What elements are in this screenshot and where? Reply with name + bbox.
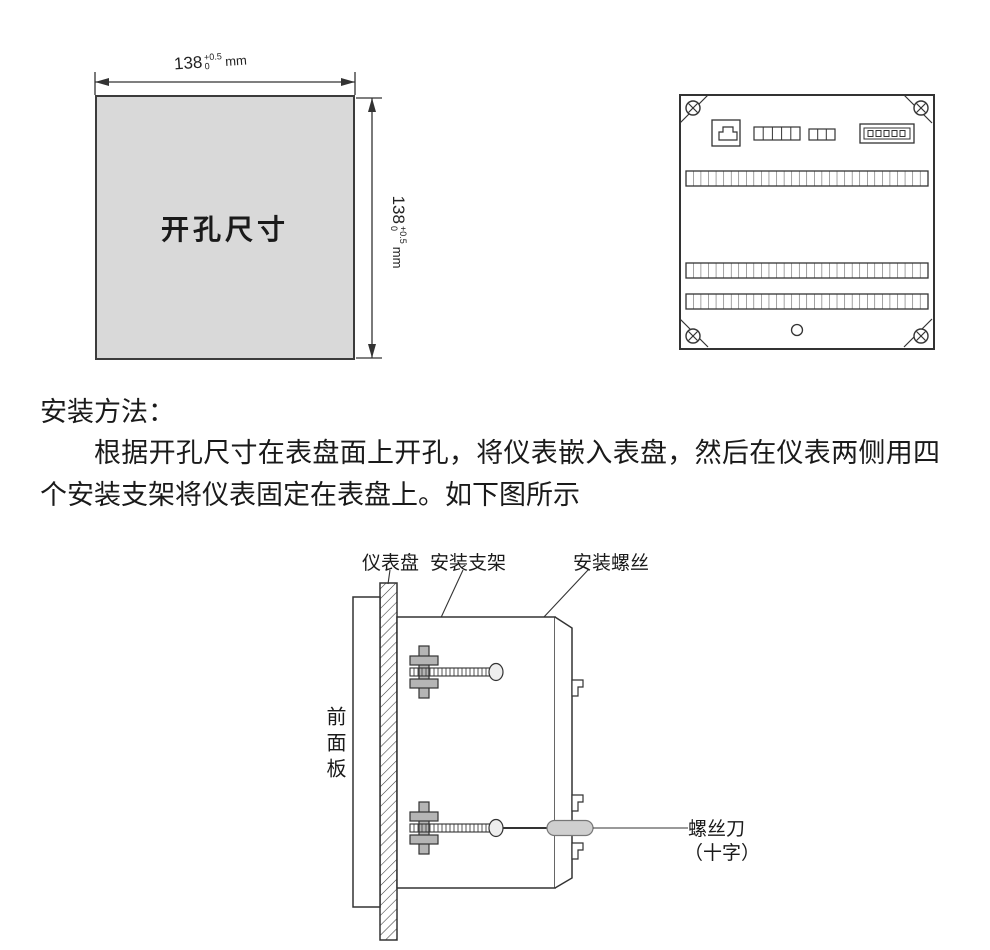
label-mounting-screw: 安装螺丝 xyxy=(573,553,650,574)
corner-screw-icon xyxy=(685,328,701,344)
mount-tab xyxy=(571,842,584,860)
dim-value: 138 xyxy=(173,52,204,74)
mount-tab xyxy=(571,794,584,812)
label-instrument-dial: 仪表盘 xyxy=(362,553,420,574)
tolerance-minus: 0 xyxy=(389,225,399,231)
dim-tolerance: +0.5 0 xyxy=(389,225,408,244)
dim-unit: mm xyxy=(224,51,248,69)
rear-panel-figure xyxy=(679,94,935,350)
ground-hole-icon xyxy=(790,323,804,337)
leader-line-dial xyxy=(387,569,391,585)
height-dimension-arrow xyxy=(356,97,382,359)
label-front-panel: 前面板 xyxy=(323,706,345,784)
installation-figure xyxy=(352,569,688,941)
dim-tolerance: +0.5 0 xyxy=(204,51,223,72)
section-heading: 安装方法： xyxy=(40,397,175,427)
dim-value: 138 xyxy=(389,195,408,224)
corner-screw-icon xyxy=(913,328,929,344)
terminal-strip xyxy=(685,262,929,279)
terminal-strip xyxy=(685,293,929,310)
terminal-group-icon xyxy=(753,126,801,141)
corner-screw-icon xyxy=(685,100,701,116)
width-dimension-arrow xyxy=(94,72,356,95)
terminal-strip xyxy=(685,170,929,187)
tolerance-minus: 0 xyxy=(204,61,211,72)
panel-wall xyxy=(379,582,398,941)
section-paragraph: 根据开孔尺寸在表盘面上开孔，将仪表嵌入表盘，然后在仪表两侧用四个安装支架将仪表固… xyxy=(40,438,940,510)
cutout-square: 开孔尺寸 xyxy=(95,95,355,360)
rear-section xyxy=(554,616,573,889)
comm-connector-icon xyxy=(859,123,915,144)
height-dimension-label: 138 +0.5 0 mm xyxy=(388,186,408,278)
cutout-size-label: 开孔尺寸 xyxy=(160,214,289,246)
rj45-port-icon xyxy=(711,119,741,147)
label-screwdriver-type: （十字） xyxy=(684,843,761,864)
dim-unit: mm xyxy=(390,246,406,269)
terminal-group-icon xyxy=(808,128,836,141)
mount-tab xyxy=(571,679,584,697)
label-mounting-bracket: 安装支架 xyxy=(430,553,507,574)
corner-screw-icon xyxy=(913,100,929,116)
tolerance-plus: +0.5 xyxy=(398,225,408,244)
label-screwdriver: 螺丝刀 xyxy=(688,819,746,840)
screwdriver-icon xyxy=(503,819,688,837)
mounting-screw xyxy=(409,662,504,682)
front-bezel xyxy=(352,596,381,908)
